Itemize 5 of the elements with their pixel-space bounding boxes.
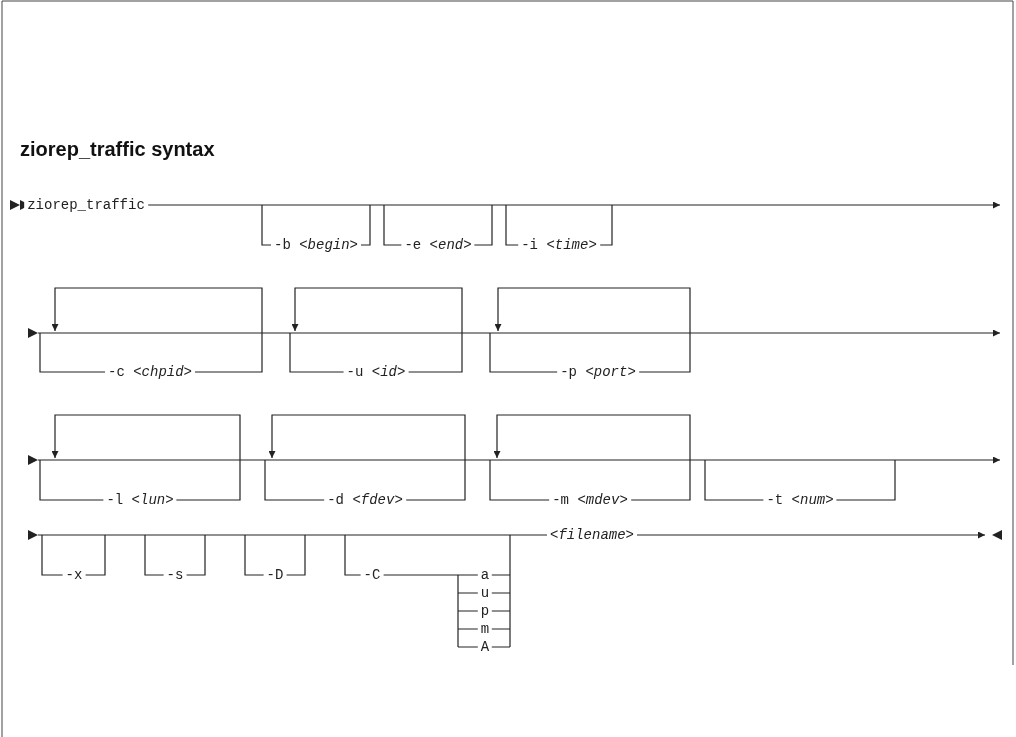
diagram-title: ziorep_traffic syntax <box>20 138 215 161</box>
option-label: -c <chpid> <box>105 364 195 380</box>
command-name: ziorep_traffic <box>24 197 148 213</box>
option-label: -p <port> <box>557 364 639 380</box>
option-label: -b <begin> <box>271 237 361 253</box>
